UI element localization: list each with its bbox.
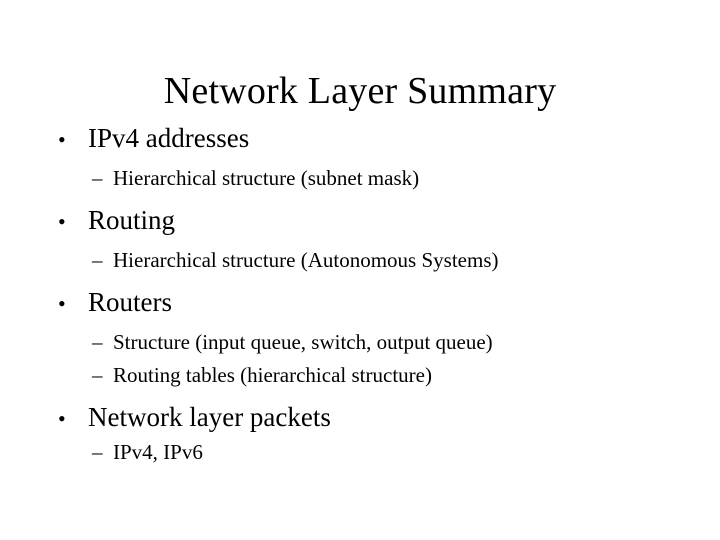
bullet-label: IPv4, IPv6 — [113, 440, 203, 464]
bullet-label: Hierarchical structure (Autonomous Syste… — [113, 248, 499, 272]
bullet-label: Routing tables (hierarchical structure) — [113, 363, 432, 387]
slide-title: Network Layer Summary — [163, 70, 557, 113]
bullet-label: Network layer packets — [88, 402, 331, 432]
bullet-item-level2: –IPv4, IPv6 — [0, 439, 720, 466]
bullet-label: Routers — [88, 287, 172, 317]
bullet-item-level2: –Hierarchical structure (subnet mask) — [0, 165, 720, 192]
bullet-label: Hierarchical structure (subnet mask) — [113, 166, 420, 190]
dash-marker-icon: – — [92, 248, 103, 272]
dash-marker-icon: – — [92, 330, 103, 354]
bullet-label: Structure (input queue, switch, output q… — [113, 330, 493, 354]
bullet-item-level1: • IPv4 addresses — [0, 122, 720, 156]
bullet-item-level1: • Network layer packets — [0, 401, 720, 435]
dash-marker-icon: – — [92, 440, 103, 464]
bullet-item-level2: –Structure (input queue, switch, output … — [0, 329, 720, 356]
bullet-marker-icon: • — [58, 406, 66, 431]
dash-marker-icon: – — [92, 363, 103, 387]
dash-marker-icon: – — [92, 166, 103, 190]
bullet-item-level2: –Routing tables (hierarchical structure) — [0, 362, 720, 389]
bullet-label: IPv4 addresses — [88, 123, 250, 153]
bullet-label: Routing — [88, 205, 176, 235]
slide-body-bullet-list: •IPv4 addresses –Hierarchical structure … — [0, 122, 720, 466]
bullet-marker-icon: • — [58, 291, 66, 316]
bullet-item-level1: • Routers — [0, 286, 720, 320]
bullet-marker-icon: • — [58, 127, 66, 152]
bullet-item-level1: • Routing — [0, 204, 720, 238]
bullet-marker-icon: • — [58, 209, 66, 234]
bullet-item-level2: –Hierarchical structure (Autonomous Syst… — [0, 247, 720, 274]
